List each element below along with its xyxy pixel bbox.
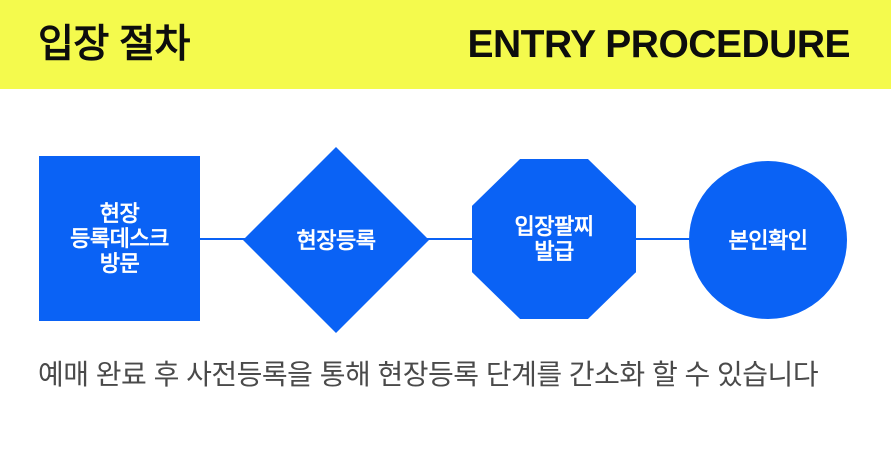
step-label-line: 현장등록 (296, 227, 376, 253)
header-banner: 입장 절차 ENTRY PROCEDURE (0, 0, 891, 89)
step-circle-identity-verification: 본인확인 (689, 161, 847, 319)
title-korean: 입장 절차 (38, 23, 190, 66)
title-english: ENTRY PROCEDURE (467, 23, 850, 66)
step-label-line: 입장팔찌 (514, 214, 594, 239)
caption-text: 예매 완료 후 사전등록을 통해 현장등록 단계를 간소화 할 수 있습니다 (38, 359, 819, 390)
connector-line-3 (634, 238, 692, 240)
connector-line-1 (196, 238, 248, 240)
step-label-line: 방문 (99, 251, 140, 276)
flow-diagram: 현장 등록데스크 방문 현장등록 입장팔찌 발급 본인확인 (0, 89, 891, 349)
step-label-line: 등록데스크 (70, 226, 169, 251)
step-label-line: 현장 (99, 201, 140, 226)
step-label-line: 발급 (534, 239, 574, 264)
connector-line-2 (426, 238, 476, 240)
step-diamond-onsite-registration: 현장등록 (243, 147, 429, 333)
step-square-onsite-desk-visit: 현장 등록데스크 방문 (39, 156, 200, 321)
step-label-line: 본인확인 (728, 227, 808, 253)
step-octagon-wristband-issue: 입장팔찌 발급 (472, 159, 636, 319)
